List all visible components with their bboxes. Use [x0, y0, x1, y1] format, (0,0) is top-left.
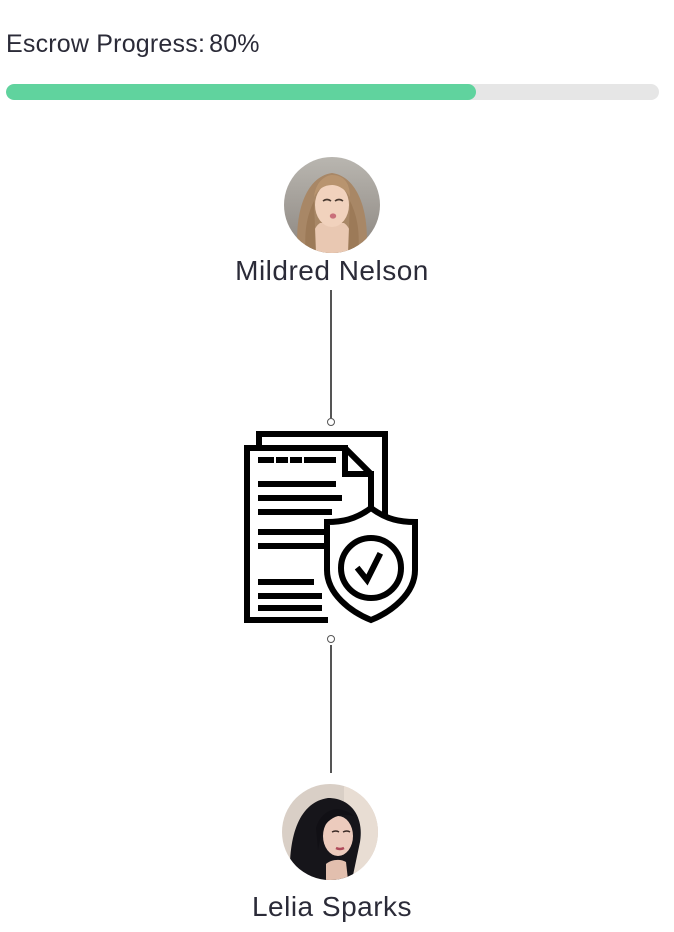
connector-line-top	[330, 290, 332, 418]
escrow-progress-percent: 80%	[209, 30, 260, 58]
escrow-progress-label: Escrow Progress:	[6, 30, 206, 58]
receiver-avatar	[282, 784, 378, 880]
connector-node-bottom	[327, 635, 335, 643]
escrow-progress-fill	[6, 84, 477, 100]
sender-name: Mildred Nelson	[235, 255, 429, 286]
connector-node-top	[327, 418, 335, 426]
escrow-progress-heading: Escrow Progress:80%	[6, 30, 260, 59]
secure-document-icon	[243, 430, 423, 626]
receiver-name: Lelia Sparks	[251, 891, 413, 922]
sender-avatar	[284, 157, 380, 253]
connector-line-bottom	[330, 645, 332, 773]
escrow-progress-bar	[6, 84, 659, 100]
sender-avatar-image	[284, 157, 380, 253]
receiver-avatar-image	[282, 784, 378, 880]
